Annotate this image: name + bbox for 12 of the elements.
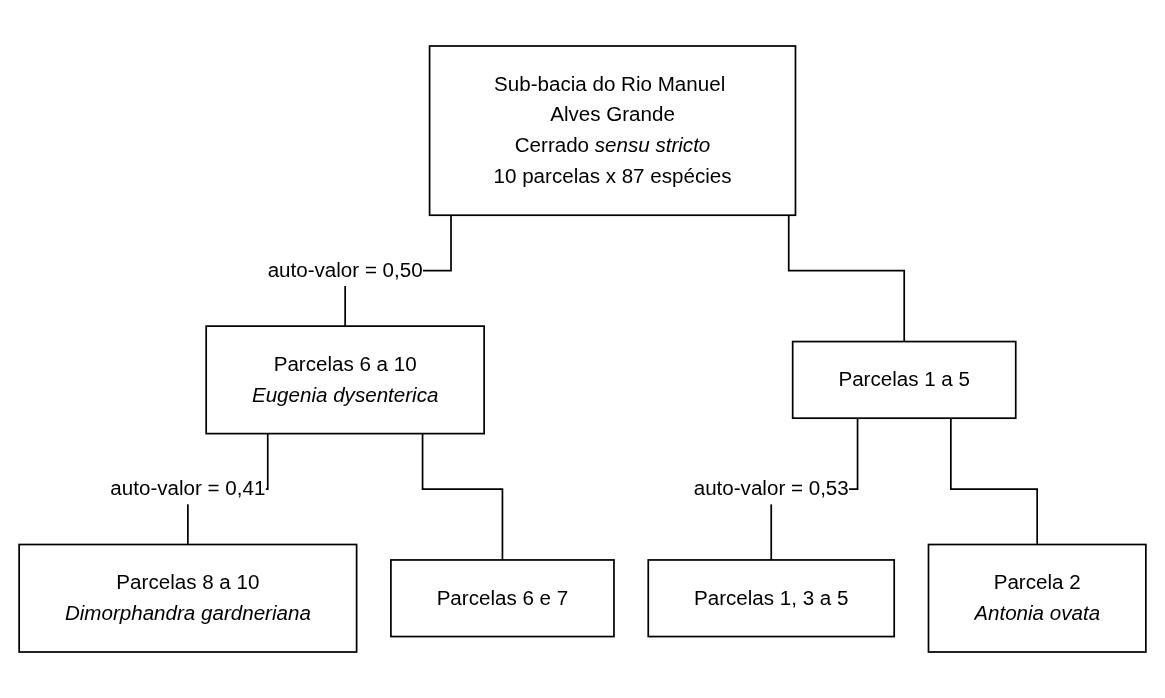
connector [421,432,504,561]
node-box: Parcelas 6 e 7 [390,559,615,638]
node-box: Parcelas 1 a 5 [791,340,1017,420]
edge-label: auto-valor = 0,41 [110,477,266,500]
connector [950,417,1039,546]
edge-label: auto-valor = 0,53 [693,477,849,500]
node-box: Sub-bacia do Rio Manuel Alves Grande Cerrado sensu stricto 10 parcelas x 87 espécies [428,45,797,217]
edge-label: auto-valor = 0,50 [267,258,423,282]
node-box: Parcelas 1, 3 a 5 [647,559,896,638]
node-box: Parcelas 6 a 10 Eugenia dysenterica [205,325,485,435]
connector [787,214,906,343]
node-box: Parcelas 8 a 10 Dimorphandra gardneriana [18,543,358,653]
